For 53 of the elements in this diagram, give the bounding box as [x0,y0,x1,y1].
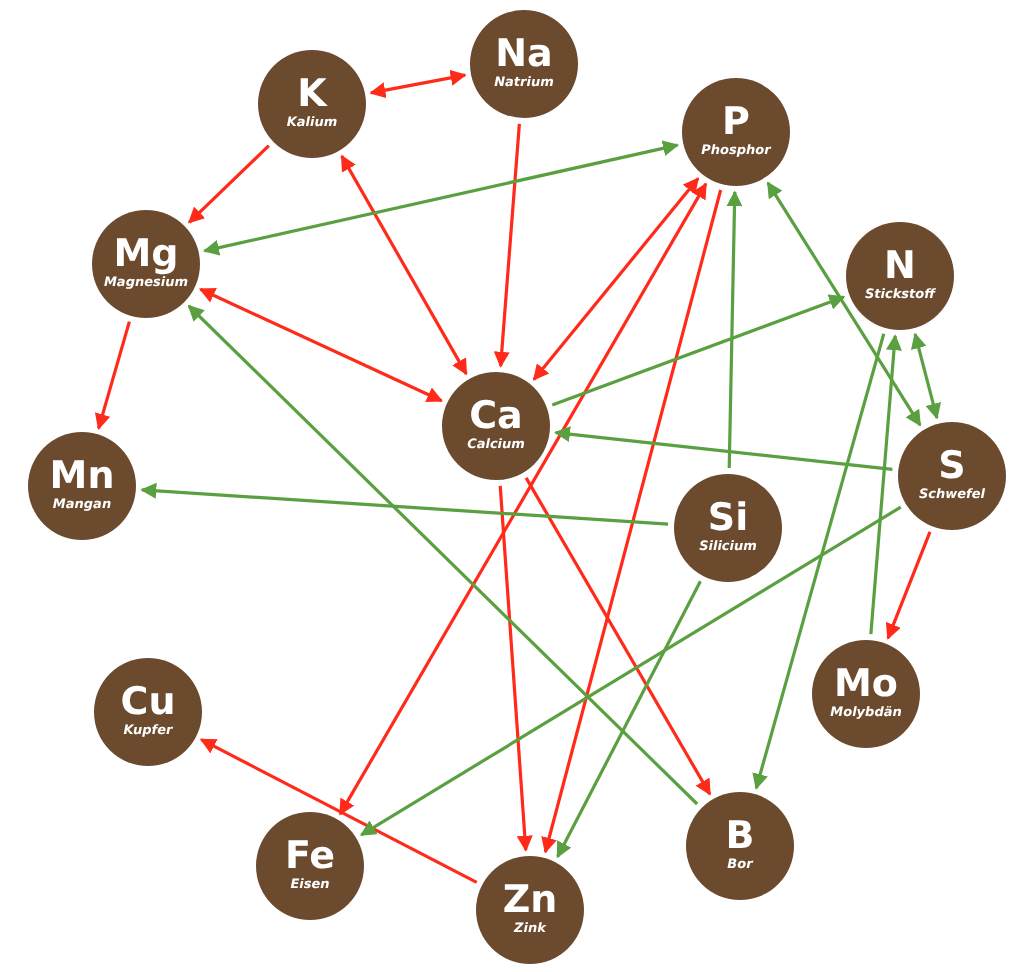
element-circle [898,422,1006,530]
element-symbol: P [722,104,750,145]
arrow [554,426,893,472]
element-circle [94,658,202,766]
arrow [752,333,886,790]
element-symbol: Ca [469,398,523,439]
element-circle [476,856,584,964]
arrow [498,485,533,852]
element-symbol: N [884,248,916,289]
element-symbol: Mo [834,666,898,707]
element-symbol: Zn [502,882,558,923]
arrow [869,334,902,635]
element-symbol: Cu [120,684,176,725]
arrow [203,140,679,256]
element-circle [442,372,550,480]
element-circle [812,640,920,748]
element-symbol: Na [495,36,553,77]
arrow [338,182,708,816]
arrow [532,177,700,381]
arrow [140,482,669,526]
element-symbol: K [297,76,327,117]
element-symbol: Si [707,500,749,541]
arrow [188,144,270,224]
arrow [556,580,702,859]
arrow [551,294,846,407]
element-circle [256,812,364,920]
arrow [199,738,478,884]
arrow [94,321,131,430]
element-circle [470,10,578,118]
arrow [340,154,468,376]
element-circle [682,78,790,186]
arrow [541,189,723,854]
arrow [766,181,922,427]
arrow [885,531,932,640]
arrow [187,304,699,806]
element-circle [846,222,954,330]
arrow [911,332,941,420]
element-circle [674,474,782,582]
element-symbol: Mg [113,236,179,277]
element-circle [92,210,200,318]
element-symbol: Mn [49,458,115,499]
arrow [359,505,902,837]
arrow [524,477,712,796]
element-circle [28,432,136,540]
element-symbol: Fe [284,838,336,879]
arrow [726,190,743,469]
element-circle [258,50,366,158]
element-circle [686,792,794,900]
arrow [493,123,521,368]
element-symbol: B [725,818,755,859]
arrow [199,287,443,403]
element-symbol: S [938,448,966,489]
arrow [369,69,467,99]
